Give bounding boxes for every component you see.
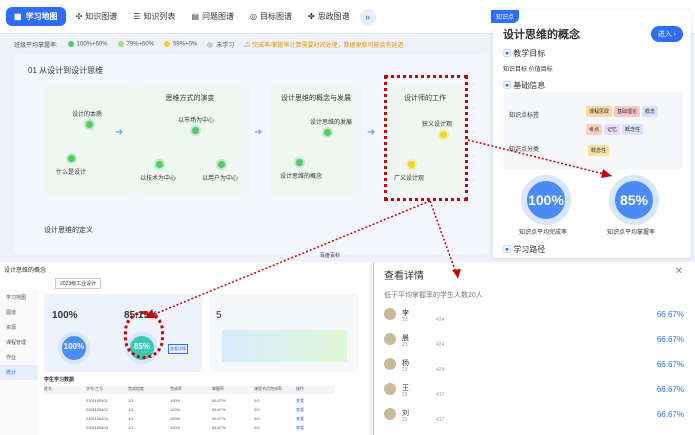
arrow-head xyxy=(145,309,155,318)
map-node[interactable] xyxy=(216,159,227,170)
target-icon: ◎ xyxy=(250,12,257,21)
tab-ideology-graph[interactable]: ✤思政图谱 xyxy=(307,12,350,21)
map-card[interactable]: 思维方式的演变 以市场为中心 以技术为中心 以用户为中心 xyxy=(130,85,250,195)
map-node[interactable] xyxy=(154,159,165,170)
tab-knowledge-graph[interactable]: ✣知识图谱 xyxy=(75,12,118,21)
flow-arrow-icon: ➜ xyxy=(115,127,124,138)
legend-dot xyxy=(207,42,214,49)
info-box: 知识点标签 课程思政基础理论概念考点记忆概念性 知识点分类 概念性 xyxy=(503,92,683,170)
knowledge-point-panel: 知识点 设计思维的概念 进入 › ▣ 教学目标 知识目标 价值目标 ▣ 基础信息… xyxy=(491,10,691,258)
map-node[interactable] xyxy=(66,153,77,164)
map-card-selected[interactable]: 设计师的工作 狭义设计观 广义设计观 xyxy=(386,85,464,195)
node-stat-card: 5 xyxy=(210,294,358,372)
tab-learning-map[interactable]: ▦学习地图 xyxy=(6,7,66,26)
avatar xyxy=(384,333,396,345)
next-section-title: 设计思维的定义 xyxy=(44,227,93,234)
flow-arrow-icon: ➜ xyxy=(367,127,376,138)
legend-dot xyxy=(117,41,124,48)
more-tabs-button[interactable]: » xyxy=(359,8,376,25)
teaching-goal-heading: ▣ 教学目标 xyxy=(503,49,546,58)
flow-arrow-icon: ➜ xyxy=(254,127,263,138)
section-title: 01 从设计到设计思维 xyxy=(28,66,104,75)
arrow-to-sub xyxy=(144,200,431,319)
info-icon: ▣ xyxy=(503,81,514,90)
legend-dot xyxy=(164,41,171,48)
arrow-head xyxy=(601,169,612,178)
panel-title: 设计思维的概念 xyxy=(503,29,580,41)
drawer-title: 查看详情 xyxy=(384,271,424,282)
tab-problem-graph[interactable]: ▤问题图谱 xyxy=(191,12,234,21)
view-detail-button[interactable]: 查看详情 xyxy=(168,344,188,354)
below-average-note: 低于平均掌握率的学生人数20人 xyxy=(384,292,483,299)
goal-text: 知识目标 价值目标 xyxy=(503,67,553,73)
arrow-to-detail xyxy=(429,200,459,279)
sub-sidebar: 学习地图 图谱 资源 课程管理 作业 统计 xyxy=(0,290,38,435)
completion-ring: 100% xyxy=(521,175,571,225)
list-icon: ☰ xyxy=(133,12,141,21)
mastery-ring: 85% xyxy=(609,175,659,225)
map-card[interactable]: 设计的本质 什么是设计 xyxy=(44,85,129,195)
progress-band xyxy=(222,330,347,362)
grid-icon: ▦ xyxy=(14,12,22,21)
learning-map-board: 01 从设计到设计思维 设计的本质 什么是设计 ➜ 思维方式的演变 以市场为中心… xyxy=(14,55,489,255)
graph-icon: ✣ xyxy=(75,12,83,21)
statistics-screenshot: 设计思维的概念 百度百科 2023级工业设计 学习地图 图谱 资源 课程管理 作… xyxy=(0,253,370,435)
learning-path-heading: ▣ 学习路径 xyxy=(503,245,546,254)
problem-icon: ▤ xyxy=(191,12,199,21)
map-node[interactable] xyxy=(322,127,333,138)
tag-list: 课程思政基础理论概念考点记忆概念性 xyxy=(585,100,675,136)
mastery-legend: 班级平均掌握率: 100%+60% 79%+60% 59%+0% 未学习 ⚠ 完… xyxy=(14,41,404,49)
map-node[interactable] xyxy=(406,159,417,170)
avatar xyxy=(384,308,396,320)
sub-title: 设计思维的概念 xyxy=(4,268,47,274)
enter-button[interactable]: 进入 › xyxy=(650,26,683,42)
map-card[interactable]: 设计思维的概念与发展 设计思维的发展 设计思维的概念 xyxy=(270,85,362,195)
avatar xyxy=(384,358,396,370)
highlight-circle xyxy=(124,311,164,359)
tab-knowledge-list[interactable]: ☰知识列表 xyxy=(133,12,176,21)
basic-info-heading: ▣ 基础信息 xyxy=(503,81,546,90)
class-select[interactable]: 2023级工业设计 xyxy=(55,278,102,289)
map-node[interactable] xyxy=(438,129,449,140)
arrow-to-mastery xyxy=(467,139,613,177)
arrow-head xyxy=(452,269,461,278)
avatar xyxy=(384,408,396,420)
panel-badge: 知识点 xyxy=(491,10,520,23)
highlight-box xyxy=(384,75,468,201)
avatar xyxy=(384,383,396,395)
map-node[interactable] xyxy=(294,157,305,168)
map-node[interactable] xyxy=(190,125,201,136)
stat-card: 100% 85.19% 100% 85% 查看详情 xyxy=(44,294,202,372)
legend-dot xyxy=(67,41,74,48)
close-icon[interactable]: ✕ xyxy=(674,266,683,277)
tab-goal-graph[interactable]: ◎目标图谱 xyxy=(250,12,292,21)
path-icon: ▣ xyxy=(503,245,514,254)
ideology-icon: ✤ xyxy=(307,12,315,21)
map-node[interactable] xyxy=(84,119,95,130)
table-header: 姓名学号/工号完成程度完成率掌握率课程节点完成率操作 xyxy=(44,386,334,394)
update-warning: ⚠ 完成率/掌握率计算需要时间处理，数据更新可能会有延迟 xyxy=(244,43,404,49)
goal-icon: ▣ xyxy=(503,49,514,58)
